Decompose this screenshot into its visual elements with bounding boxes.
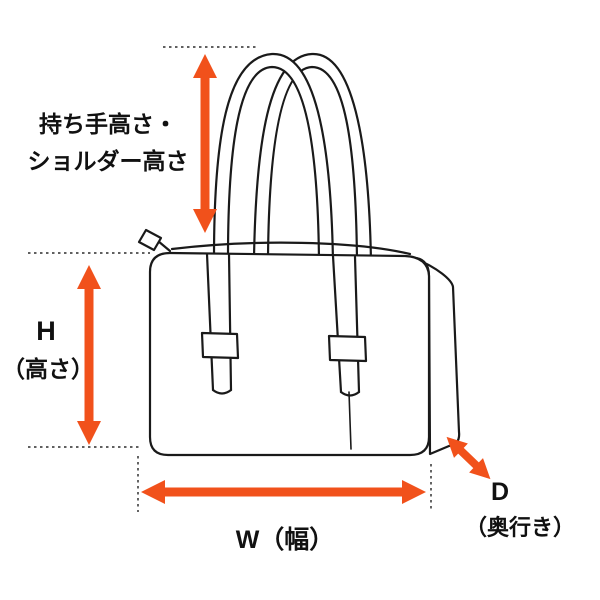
bag-right-strap bbox=[327, 254, 368, 450]
bag-left-strap bbox=[200, 252, 240, 395]
depth-arrow bbox=[446, 436, 491, 480]
bag-right-strap-edge bbox=[331, 254, 343, 394]
handle-height-arrow bbox=[193, 54, 217, 233]
bag-left-strap-end bbox=[211, 388, 233, 395]
depth-name-label: （奥行き） bbox=[464, 515, 575, 540]
width-arrow bbox=[141, 480, 426, 504]
bag-right-strap-keeper bbox=[327, 334, 368, 363]
bag-front-seam-line bbox=[348, 391, 352, 450]
guide-lines bbox=[28, 46, 432, 512]
bag-left-strap-edge bbox=[205, 252, 215, 392]
handle-height-label-line1: 持ち手高さ・ bbox=[39, 111, 177, 137]
bag-right-strap-end bbox=[339, 390, 361, 397]
bag-right-strap-edge bbox=[353, 255, 361, 394]
bag-front-panel bbox=[148, 251, 431, 457]
depth-symbol-label: D bbox=[490, 478, 510, 506]
bag-left-strap-edge bbox=[227, 252, 233, 392]
dimension-arrows bbox=[77, 54, 491, 504]
bag-left-strap-keeper bbox=[200, 331, 240, 360]
bag-zipper-back-edge bbox=[170, 241, 412, 256]
height-arrow bbox=[77, 265, 101, 445]
bag-illustration bbox=[137, 52, 461, 457]
bag-zipper-pull-icon bbox=[137, 228, 163, 252]
handle-height-label-line2: ショルダー高さ bbox=[27, 147, 189, 174]
height-name-label: （高さ） bbox=[2, 356, 94, 382]
handle-height-label: 持ち手高さ・ ショルダー高さ bbox=[12, 106, 204, 180]
bag-rear-handle bbox=[252, 52, 373, 264]
width-label: W（幅） bbox=[235, 526, 335, 554]
height-symbol-label: H bbox=[36, 316, 56, 346]
bag-zipper-pull-cord bbox=[156, 239, 172, 253]
